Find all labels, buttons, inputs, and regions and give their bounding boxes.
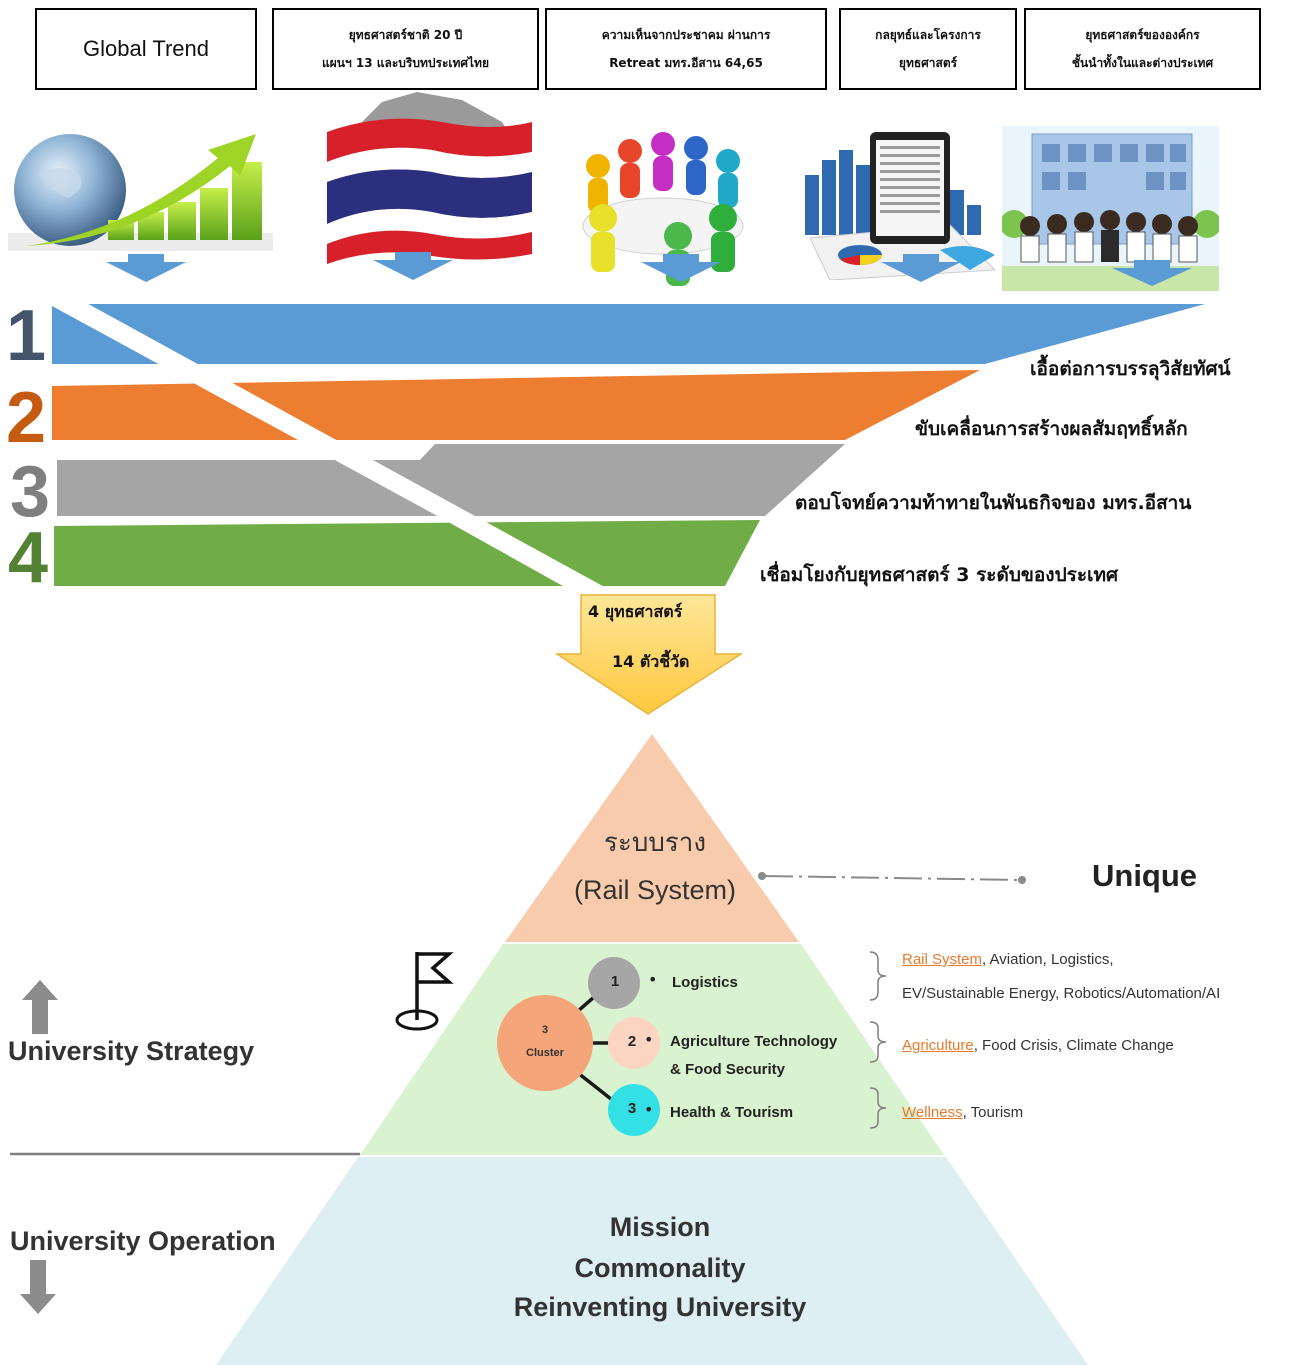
header-box-line: Global Trend (83, 36, 209, 61)
header-box-line: ชั้นนำทั้งในและต่างประเทศ (1071, 56, 1214, 70)
keyword-highlight: Rail System (902, 951, 983, 968)
keyword-rest: , Aviation, Logistics, (982, 951, 1114, 968)
down-arrow-icon (641, 254, 721, 282)
funnel-number-4: 4 (8, 518, 49, 598)
keywords-cluster-2: Agriculture, Food Crisis, Climate Change (902, 1037, 1174, 1054)
header-box-line: กลยุทธ์และโครงการ (875, 28, 981, 42)
down-arrow-icon (1112, 260, 1192, 286)
header-box-strategy-projects: กลยุทธ์และโครงการ ยุทธศาสตร์ (839, 8, 1017, 90)
unique-label: Unique (1092, 858, 1198, 893)
pyramid-bottom-mission: Mission (609, 1212, 711, 1242)
cluster-label-logistics: Logistics (672, 974, 738, 991)
funnel-band-4 (54, 520, 760, 586)
keywords-cluster-1-line-1: Rail System, Aviation, Logistics, (902, 951, 1114, 968)
pyramid-top-thai: ระบบราง (603, 828, 707, 858)
keyword-rest: , Food Crisis, Climate Change (973, 1037, 1174, 1054)
globe-growth-icon (8, 134, 273, 251)
header-box-line: แผนฯ 13 และบริบทประเทศไทย (322, 56, 489, 70)
pyramid-diagram (10, 734, 1088, 1365)
down-arrow-icon (881, 254, 961, 282)
bullet-2: • (644, 1030, 654, 1049)
flag-icon (395, 952, 454, 1031)
pyramid-bottom-commonality: Commonality (574, 1253, 746, 1283)
header-box-national-strategy: ยุทธศาสตร์ชาติ 20 ปี แผนฯ 13 และบริบทประ… (272, 8, 539, 90)
pyramid-top-english: (Rail System) (573, 875, 736, 905)
keyword-rest: , Tourism (962, 1104, 1024, 1121)
bullet-3: • (644, 1100, 654, 1119)
output-arrow-icon (555, 594, 743, 715)
keyword-braces (869, 951, 887, 1129)
down-arrow-icon (106, 254, 186, 282)
funnel-diagram (40, 294, 1205, 590)
cluster-node-3 (608, 1084, 660, 1136)
bullet-1: • (648, 970, 658, 989)
header-box-global-trend: Global Trend (35, 8, 257, 90)
keyword-highlight: Agriculture (902, 1037, 974, 1054)
cluster-node-1-number: 1 (610, 973, 620, 990)
cluster-label-agriculture: Agriculture Technology (670, 1033, 838, 1050)
header-box-line: ยุทธศาสตร์ชาติ 20 ปี (348, 28, 463, 42)
cluster-hub (497, 995, 593, 1091)
cluster-network (497, 957, 660, 1136)
header-box-line: ความเห็นจากประชาคม ผ่านการ (601, 28, 771, 42)
cluster-node-2-number: 2 (627, 1033, 637, 1050)
cluster-hub-number: 3 (541, 1024, 549, 1036)
cluster-hub-label: Cluster (526, 1047, 564, 1059)
keywords-cluster-3: Wellness, Tourism (902, 1104, 1023, 1121)
output-strategy-count: 4 ยุทธศาสตร์ (588, 602, 683, 621)
header-box-leading-organizations: ยุทธศาสตร์ขององค์กร ชั้นนำทั้งในและต่างป… (1024, 8, 1261, 90)
cluster-label-food-security: & Food Security (670, 1061, 786, 1078)
funnel-goal-2: ขับเคลื่อนการสร้างผลสัมฤทธิ์หลัก (915, 418, 1188, 440)
header-box-line: Retreat มทร.อีสาน 64,65 (609, 56, 763, 70)
funnel-band-1 (52, 304, 1205, 364)
cluster-node-1 (588, 957, 640, 1009)
funnel-goal-1: เอื้อต่อการบรรลุวิสัยทัศน์ (1030, 358, 1231, 380)
down-arrows (106, 252, 1192, 286)
down-arrow-icon (373, 252, 453, 280)
header-box-line: ยุทธศาสตร์ขององค์กร (1085, 28, 1200, 42)
arrow-up-icon (22, 980, 58, 1034)
funnel-goal-3: ตอบโจทย์ความท้าทายในพันธกิจของ มทร.อีสาน (795, 492, 1192, 514)
funnel-band-3 (57, 444, 845, 516)
keywords-cluster-1-line-2: EV/Sustainable Energy, Robotics/Automati… (902, 985, 1221, 1002)
funnel-goal-4: เชื่อมโยงกับยุทธศาสตร์ 3 ระดับของประเทศ (760, 564, 1119, 586)
cluster-node-3-number: 3 (627, 1100, 637, 1117)
people-meeting-icon (582, 132, 744, 286)
header-box-line: ยุทธศาสตร์ (898, 56, 958, 70)
university-operation-label: University Operation (10, 1226, 276, 1256)
pyramid-bottom (216, 1157, 1088, 1365)
keyword-highlight: Wellness (902, 1104, 963, 1121)
cluster-label-health-tourism: Health & Tourism (670, 1104, 794, 1121)
arrow-down-icon (20, 1260, 56, 1314)
funnel-number-1: 1 (6, 296, 47, 376)
pyramid-top (505, 734, 799, 942)
university-strategy-label: University Strategy (8, 1036, 255, 1066)
cluster-node-2 (608, 1017, 660, 1069)
output-indicator-count: 14 ตัวชี้วัด (612, 652, 690, 671)
header-box-community-retreat: ความเห็นจากประชาคม ผ่านการ Retreat มทร.อ… (545, 8, 827, 90)
pyramid-bottom-reinventing: Reinventing University (513, 1292, 807, 1322)
funnel-number-2: 2 (6, 378, 47, 458)
funnel-number-3: 3 (10, 452, 51, 532)
thailand-flag-map-icon (327, 92, 532, 264)
people-building-icon (1002, 126, 1219, 291)
